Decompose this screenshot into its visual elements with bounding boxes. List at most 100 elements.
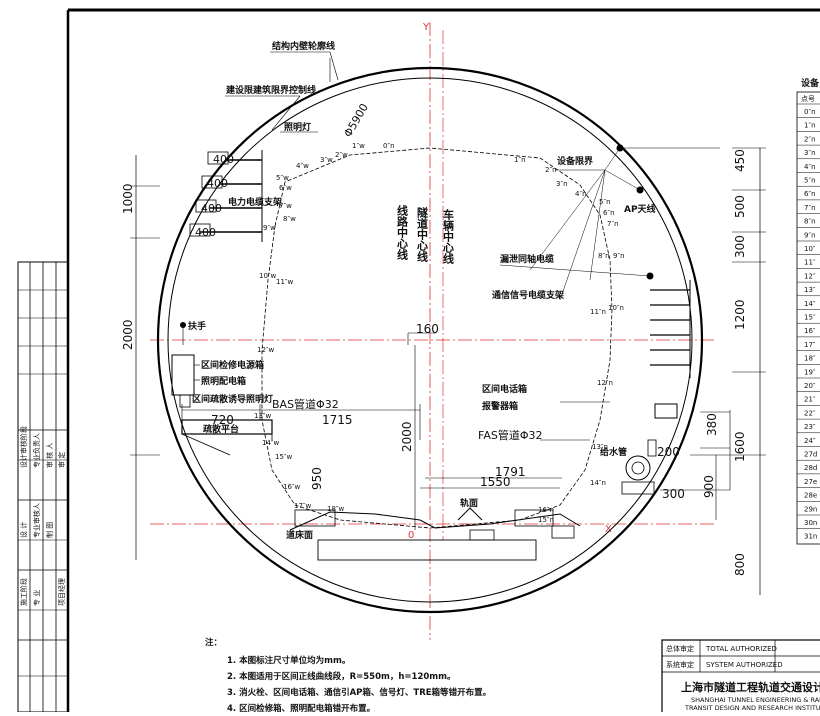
- equipment-table-cell: 9″n: [804, 231, 816, 239]
- comm-signal-brackets: [650, 280, 691, 378]
- tunnel-outer-ring: [156, 66, 704, 614]
- equipment-table-header: 点号: [801, 95, 815, 103]
- equipment-table-cell: 5″n: [804, 177, 816, 185]
- dim-1200: 1200: [733, 299, 747, 330]
- point-16w: 16″w: [283, 483, 301, 491]
- equipment-table-cell: 28d: [804, 464, 817, 472]
- dim-200: 200: [657, 445, 680, 459]
- dim-1715: 1715: [322, 413, 353, 427]
- dim-950: 950: [310, 467, 324, 490]
- point-17w: 17″w: [294, 502, 312, 510]
- equipment-table-cell: 1″n: [804, 122, 816, 130]
- equipment-table-cell: 6″n: [804, 190, 816, 198]
- equipment-table-cell: 24″: [804, 437, 816, 445]
- dim-800: 800: [733, 553, 747, 576]
- point-7w: 7″w: [279, 202, 292, 210]
- dim-300-b: 300: [662, 487, 685, 501]
- equipment-table-cell: 10″: [804, 245, 816, 253]
- tb-company-en2: TRANSIT DESIGN AND RESEARCH INSTITU: [684, 704, 820, 712]
- equipment-table-cell: 19″: [804, 368, 816, 376]
- equipment-table-cell: 13″: [804, 286, 816, 294]
- point-13w: 13″w: [254, 412, 272, 420]
- label-vehicle-center: 车辆中心线: [442, 208, 455, 265]
- equipment-table-cell: 16″: [804, 327, 816, 335]
- left-cell-5: 设 计: [19, 522, 28, 538]
- dim-380: 380: [705, 413, 719, 436]
- dim-1550: 1550: [480, 475, 511, 489]
- label-handrail: 扶手: [188, 320, 206, 332]
- point-7n: 7″n: [607, 220, 619, 228]
- label-phone-box: 区间电话箱: [482, 383, 527, 395]
- point-15n: 15″n: [538, 516, 554, 524]
- equipment-table-cell: 3″n: [804, 149, 816, 157]
- equipment-table-cell: 23″: [804, 423, 816, 431]
- label-line-center: 线路中心线: [396, 204, 409, 261]
- note-2: 2. 本图适用于区间正线曲线段，R=550m，h=120mm。: [227, 671, 456, 682]
- axis-x-label: X: [605, 524, 612, 535]
- equipment-table-cell: 22″: [804, 409, 816, 417]
- point-2n: 2″n: [545, 166, 557, 174]
- equipment-table-cell: 21″: [804, 396, 816, 404]
- dim-900: 900: [702, 475, 716, 498]
- equipment-table-cell: 8″n: [804, 218, 816, 226]
- handrail-marker: [180, 322, 186, 328]
- tb-system-en: SYSTEM AUTHORIZED: [706, 661, 783, 669]
- point-8n: 8″n: [598, 252, 610, 260]
- equipment-table: 点号 0″n1″n2″n3″n4″n5″n6″n7″n8″n9″n10″11″1…: [796, 91, 820, 545]
- label-power-cable-bracket: 电力电缆支架: [228, 196, 282, 208]
- point-3w: 3″w: [320, 156, 333, 164]
- point-1w: 1″w: [352, 142, 365, 150]
- equipment-table-cell: 4″n: [804, 163, 816, 171]
- equipment-table-cell: 29n: [804, 505, 817, 513]
- label-diameter: Φ5900: [341, 101, 371, 139]
- axis-origin-label: 0: [408, 530, 414, 541]
- notes-title: 注：: [205, 637, 222, 648]
- point-9n: 9″n: [613, 252, 625, 260]
- evac-platform: [181, 419, 273, 435]
- equipment-table-title: 设备: [801, 77, 820, 89]
- dim-720: 720: [211, 413, 234, 427]
- note-1: 1. 本图标注尺寸单位均为mm。: [227, 655, 350, 666]
- point-0n: 0″n: [383, 142, 395, 150]
- label-comm-signal-bracket: 通信信号电缆支架: [492, 289, 564, 301]
- track-bed: [289, 507, 581, 561]
- tb-total-en: TOTAL AUTHORIZED: [705, 645, 777, 653]
- dim-2000-center: 2000: [400, 421, 414, 452]
- label-maint-power-box: 区间检修电源箱: [201, 359, 264, 371]
- water-pipe: [625, 455, 651, 481]
- dim-500: 500: [733, 195, 747, 218]
- phone-box: [654, 403, 678, 419]
- label-tunnel-center: 隧道中心线: [416, 206, 429, 263]
- point-5w: 5″w: [276, 174, 289, 182]
- label-lighting: 照明灯: [284, 121, 311, 133]
- label-evac-light: 区间疏散诱导照明灯: [192, 393, 273, 405]
- point-6w: 6″w: [279, 184, 292, 192]
- title-block: 总体审定 TOTAL AUTHORIZED 系统审定 SYSTEM AUTHOR…: [661, 639, 820, 716]
- dim-400-c: 400: [201, 202, 222, 215]
- point-18w: 18″w: [327, 505, 345, 513]
- left-cell-1: 设计审核阶段: [19, 426, 28, 468]
- equipment-table-cell: 14″: [804, 300, 816, 308]
- left-signature-table: 设计审核阶段 专业负责人 审 核 人 审 定 设 计 专业审核人 制 图 施工阶…: [17, 261, 69, 713]
- label-structure-outline: 结构内壁轮廓线: [272, 40, 335, 52]
- maint-power-box: [171, 354, 195, 396]
- left-cell-7: 制 图: [45, 522, 54, 538]
- point-16n: 16″n: [538, 506, 554, 514]
- dim-1600: 1600: [733, 431, 747, 462]
- point-4w: 4″w: [296, 162, 309, 170]
- equipment-table-cell: 15″: [804, 314, 816, 322]
- power-cable-brackets: [189, 150, 263, 242]
- point-3n: 3″n: [556, 180, 568, 188]
- left-cell-4: 审 定: [57, 452, 66, 468]
- left-cell-6: 专业审核人: [32, 503, 41, 538]
- point-14w: 14″w: [262, 439, 280, 447]
- point-14n: 14″n: [590, 479, 606, 487]
- label-building-limit: 建设限建筑限界控制线: [226, 84, 316, 96]
- point-11n: 11″n: [590, 308, 606, 316]
- left-cell-10: 项目经理: [57, 578, 66, 606]
- left-cell-3: 审 核 人: [45, 443, 54, 468]
- equipment-table-cell: 2″n: [804, 135, 816, 143]
- equipment-table-cell: 18″: [804, 355, 816, 363]
- tunnel-inner-ring: [167, 77, 693, 603]
